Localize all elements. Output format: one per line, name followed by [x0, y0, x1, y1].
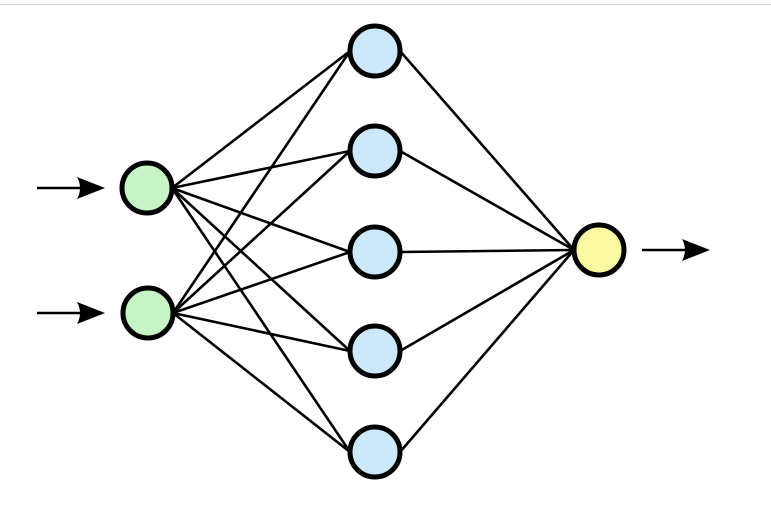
input-node-2: [120, 285, 176, 341]
input-arrow-2-head-icon: [77, 302, 105, 324]
output-arrow-head-icon: [682, 239, 710, 261]
edge-input-1-to-hidden-1: [171, 49, 351, 190]
edge-input-1-to-hidden-2: [171, 149, 351, 190]
edge-input-1-to-hidden-3: [171, 186, 351, 254]
edge-hidden-2-to-output-1: [399, 149, 575, 252]
input-arrow-1-head-icon: [77, 177, 105, 199]
window-top-border: [0, 4, 771, 5]
edge-input-2-to-hidden-2: [172, 150, 351, 314]
edge-input-1-to-hidden-4: [171, 187, 351, 352]
hidden-node-2: [347, 123, 403, 179]
hidden-node-1: [347, 23, 403, 79]
hidden-node-5: [347, 424, 403, 480]
edge-input-2-to-hidden-1: [171, 50, 352, 314]
output-node-1: [571, 222, 627, 278]
edge-hidden-5-to-output-1: [399, 249, 575, 453]
edge-hidden-3-to-output-1: [399, 248, 575, 254]
edge-hidden-1-to-output-1: [399, 50, 575, 251]
edge-input-2-to-hidden-5: [172, 311, 351, 454]
hidden-node-4: [347, 323, 403, 379]
edge-input-1-to-hidden-5: [170, 187, 352, 453]
edge-hidden-4-to-output-1: [399, 248, 575, 353]
hidden-node-3: [347, 224, 403, 280]
edge-input-2-to-hidden-3: [172, 250, 351, 315]
input-node-1: [119, 160, 175, 216]
edge-input-2-to-hidden-4: [172, 311, 351, 353]
